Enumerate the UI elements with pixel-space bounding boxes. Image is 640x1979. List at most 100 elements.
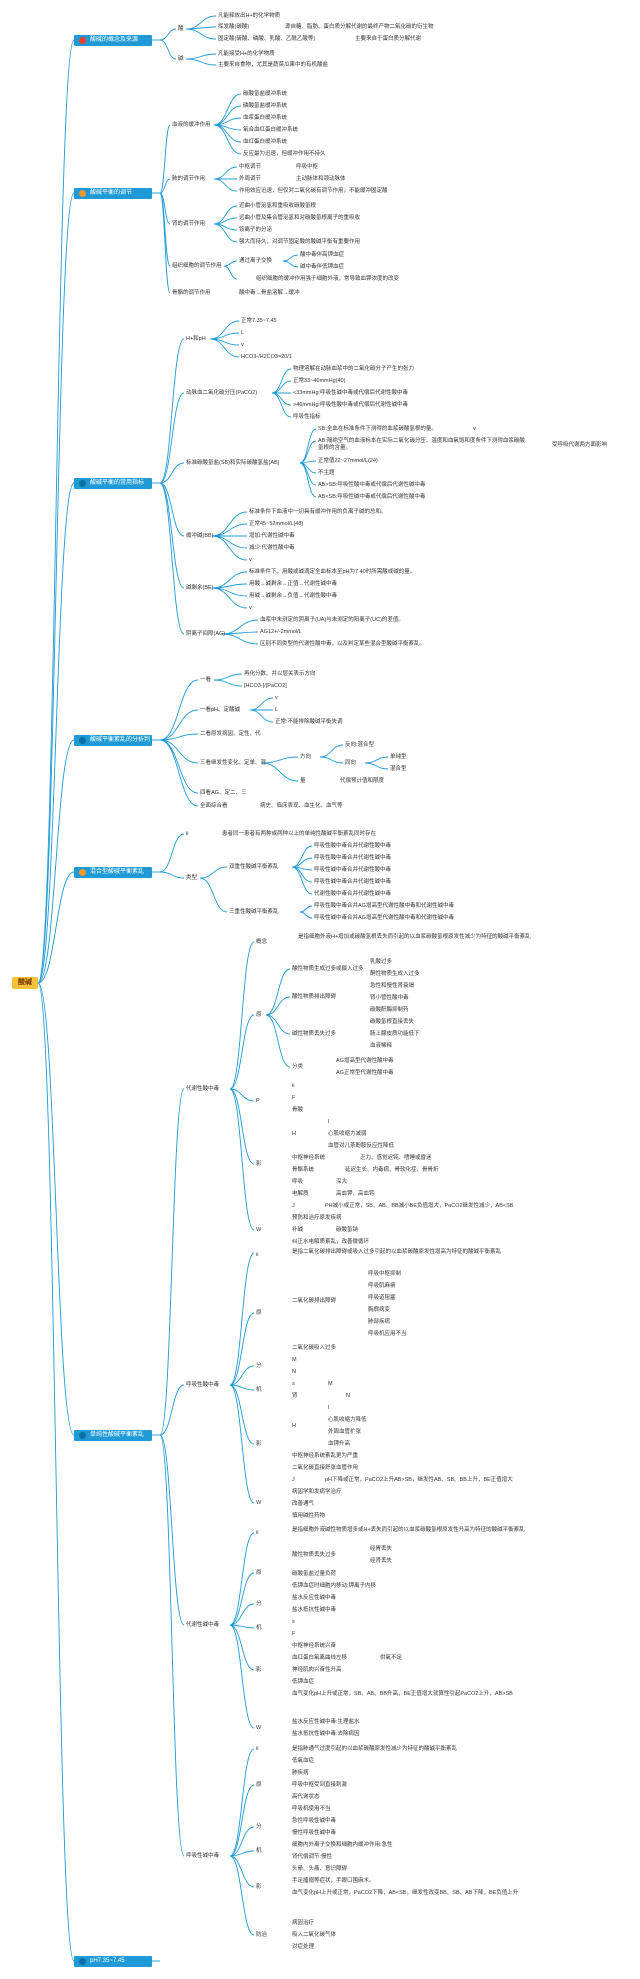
node-ion2[interactable]: 碱中毒伴低钾血症 bbox=[300, 264, 345, 270]
node-same-dir[interactable]: 同向 bbox=[345, 760, 357, 766]
node-ra-cause[interactable]: 原 bbox=[256, 1310, 262, 1316]
node-kidney1[interactable]: 近曲小管泌氢和重吸收碳酸氢根 bbox=[239, 203, 317, 209]
node-breath-desc[interactable]: 深大 bbox=[336, 1179, 348, 1185]
node-overall-desc[interactable]: 病史、临床表现、血生化、血气等 bbox=[260, 803, 343, 809]
node-volatile[interactable]: 挥发酸(碳酸) bbox=[218, 24, 250, 30]
node-base[interactable]: 碱 bbox=[178, 56, 184, 62]
node-ra-h[interactable]: H bbox=[292, 1423, 296, 1429]
node-t2[interactable]: 呼吸性碱中毒合并AG增高型代谢性酸中毒和代谢性碱中毒 bbox=[314, 915, 454, 921]
node-buf2[interactable]: 磷酸氢盐缓冲系统 bbox=[243, 103, 288, 109]
node-buf4[interactable]: 氧合血红蛋白缓冲系统 bbox=[243, 127, 299, 133]
node-base-def[interactable]: 凡能接受H+的化学物质 bbox=[218, 51, 275, 57]
node-look4[interactable]: 四看AG、定二、三 bbox=[200, 790, 247, 796]
node-rb-t3[interactable]: 对症处理 bbox=[292, 1944, 315, 1950]
node-acid-increase[interactable]: 酸性物质生成过多或摄入过多 bbox=[292, 966, 364, 972]
node-cause[interactable]: 原 bbox=[256, 1012, 262, 1018]
node-rb-lab[interactable]: 血气变化pH上升或正常，PaCO2下降，AB<SB，继发性改变BB、SB、AB下… bbox=[292, 1890, 519, 1896]
node-co2-in[interactable]: 二氧化碳吸入过多 bbox=[292, 1345, 337, 1351]
node-rb-def[interactable]: 是指肺通气过度引起的以血浆碳酸原发性减少为特征的酸碱平衡紊乱 bbox=[292, 1746, 458, 1752]
node-mb-c1[interactable]: 盐水反应性碱中毒 bbox=[292, 1595, 337, 1601]
node-mb-e4[interactable]: 低钾血症 bbox=[292, 1679, 315, 1685]
node-fixed-desc[interactable]: 主要来自于蛋白质分解代谢 bbox=[355, 36, 422, 42]
node-ra-t2[interactable]: 改善通气 bbox=[292, 1501, 315, 1507]
node-fixed[interactable]: 固定酸(硫酸、磷酸、乳酸、乙酰乙酸等) bbox=[218, 36, 316, 42]
node-rb-m1[interactable]: 细胞内外离子交换和细胞内缓冲作用:急性 bbox=[292, 1842, 393, 1848]
node-ph-high[interactable]: v bbox=[241, 342, 244, 348]
node-paco2[interactable]: 动脉血二氧化碳分压(PaCO2) bbox=[186, 390, 258, 396]
node-bl3[interactable]: 血液稀释 bbox=[370, 1043, 393, 1049]
node-double[interactable]: 双重性酸碱平衡紊乱 bbox=[229, 864, 279, 870]
node-ag-norm[interactable]: AG正常型代谢性酸中毒 bbox=[336, 1070, 394, 1076]
node-mb-hypo[interactable]: 低钾血症时细胞内移动:钾离子内移 bbox=[292, 1583, 377, 1589]
node-be[interactable]: 碱剩余(BE) bbox=[186, 585, 214, 591]
node-bl2[interactable]: 肠上腺皮质功能低下 bbox=[370, 1031, 420, 1037]
node-acid-def[interactable]: 凡能释放出H+的化学物质 bbox=[218, 13, 281, 19]
node-single[interactable]: 单纯型 bbox=[390, 754, 407, 760]
node-be-pos[interactable]: 用酸→碱剩余→正值→代谢性碱中毒 bbox=[249, 581, 338, 587]
node-mb-e2[interactable]: 血红蛋白氧离曲线左移 bbox=[292, 1655, 348, 1661]
node-rb-c1[interactable]: 低氧血症 bbox=[292, 1758, 315, 1764]
node-acid-excrete[interactable]: 酸性物质排出障碍 bbox=[292, 994, 337, 1000]
node-base-loss[interactable]: 碱性物质丢失过多 bbox=[292, 1031, 337, 1037]
topic-simple[interactable]: 单纯性酸碱平衡紊乱 bbox=[74, 1430, 152, 1441]
node-bb-up[interactable]: 增加:代谢性碱中毒 bbox=[249, 533, 295, 539]
topic-acid-base-concept[interactable]: 酸碱的概念及来源 bbox=[74, 35, 152, 46]
node-opposite[interactable]: 反向:混合型 bbox=[345, 742, 375, 748]
node-mech-p[interactable]: P bbox=[256, 1098, 260, 1104]
node-bb-down[interactable]: 减少:代谢性酸中毒 bbox=[249, 545, 295, 551]
node-mb-mech[interactable]: 机 bbox=[256, 1625, 262, 1631]
node-look-ph[interactable]: 一看pH、定酸碱 bbox=[200, 707, 241, 713]
node-ra-mech2[interactable]: M bbox=[328, 1381, 333, 1387]
node-cell-reg[interactable]: 组织细胞的调节作用 bbox=[172, 263, 222, 269]
node-ra-h2[interactable]: 外周血管扩张 bbox=[328, 1429, 362, 1435]
node-co5[interactable]: 肺部疾病 bbox=[368, 1319, 391, 1325]
node-cns[interactable]: 中枢神经系统 bbox=[292, 1155, 326, 1161]
node-buf3[interactable]: 血浆蛋白缓冲系统 bbox=[243, 115, 288, 121]
node-buf1[interactable]: 碳酸氢盐缓冲系统 bbox=[243, 91, 288, 97]
node-ion-exchange[interactable]: 通过离子交换 bbox=[239, 258, 273, 264]
node-ae2[interactable]: 肾小管性酸中毒 bbox=[370, 995, 409, 1001]
node-h2[interactable]: 血管对儿茶酚胺反应性降低 bbox=[328, 1143, 395, 1149]
node-rb-b[interactable]: 慢性呼吸性碱中毒 bbox=[292, 1830, 337, 1836]
node-ag-use[interactable]: 区别不同类型的代谢性酸中毒，以及判定某些混合型酸碱平衡紊乱。 bbox=[260, 641, 426, 647]
node-paco2-low[interactable]: <33mmHg:呼吸性碱中毒或代偿后代谢性酸中毒 bbox=[293, 390, 409, 396]
node-treat2-desc[interactable]: 碳酸氢钠 bbox=[336, 1227, 359, 1233]
node-base-src[interactable]: 主要来自食物，尤其是蔬菜瓜果中的有机酸盐 bbox=[218, 62, 329, 68]
node-mb-lab[interactable]: 血气变化pH上升或正常，SB、AB、BB升高，BE正值增大就算性引起PaCO2上… bbox=[292, 1691, 513, 1697]
node-h1[interactable]: 心肌收缩力减弱 bbox=[328, 1131, 367, 1137]
node-mb-c2[interactable]: 盐水抵抗性碱中毒 bbox=[292, 1607, 337, 1613]
node-hco3-ratio[interactable]: HCO3-/H2CO3=20/1 bbox=[241, 354, 292, 360]
node-rb-cls[interactable]: 分 bbox=[256, 1824, 262, 1830]
node-paco2-resp[interactable]: 呼吸性指标 bbox=[293, 414, 321, 420]
node-resp-acid[interactable]: 呼吸性酸中毒 bbox=[186, 1382, 220, 1388]
node-d5[interactable]: 代谢性酸中毒合并代谢性碱中毒 bbox=[314, 891, 392, 897]
node-lactic[interactable]: 乳酸过多 bbox=[370, 959, 393, 965]
node-sb-def[interactable]: SB:全血在标准条件下测得的血浆碳酸氢根的量。 bbox=[318, 426, 437, 432]
node-mb-e3[interactable]: 神经肌肉兴奋性升高 bbox=[292, 1667, 342, 1673]
node-mb-mech2[interactable]: F bbox=[292, 1631, 296, 1637]
node-d2[interactable]: 呼吸性酸中毒合并代谢性碱中毒 bbox=[314, 855, 392, 861]
node-d3[interactable]: 呼吸性碱中毒合并代谢性酸中毒 bbox=[314, 867, 392, 873]
node-central-desc[interactable]: 呼吸中枢 bbox=[296, 164, 319, 170]
node-ra-h3[interactable]: 血钾升高 bbox=[328, 1441, 351, 1447]
node-paco2-def[interactable]: 物理溶解在动脉血浆中的二氧化碳分子产生的张力 bbox=[293, 366, 415, 372]
node-amount[interactable]: 量 bbox=[300, 778, 306, 784]
node-sb-ab[interactable]: 标准碳酸氢盐(SB)和实际碳酸氢盐(AB) bbox=[186, 460, 280, 466]
node-effect[interactable]: 影 bbox=[256, 1161, 262, 1167]
node-look1[interactable]: 一看 bbox=[200, 677, 212, 683]
node-rb-c2[interactable]: 肺疾病 bbox=[292, 1770, 309, 1776]
node-ra-cns[interactable]: 中枢神经系统紊乱更为严重 bbox=[292, 1453, 359, 1459]
node-ra-m[interactable]: M bbox=[292, 1357, 297, 1363]
node-ra-h1[interactable]: 心肌收缩力降低 bbox=[328, 1417, 367, 1423]
node-paco2-high[interactable]: >46mmHg:呼吸性酸中毒或代偿后代谢性碱中毒 bbox=[293, 402, 409, 408]
node-ab-gt-sb[interactable]: AB>SB:呼吸性酸中毒或代偿后代谢性碱中毒 bbox=[318, 482, 426, 488]
node-cell-feat[interactable]: 组织细胞的缓冲作用强于细胞外液，常导致血钾浓度的改变 bbox=[256, 276, 400, 282]
node-rb-e2[interactable]: 手足搐搦等症状，手眼口围麻木。 bbox=[292, 1878, 375, 1884]
topic-analysis[interactable]: 酸碱平衡紊乱的分析判断 bbox=[74, 735, 152, 754]
node-bb-normal[interactable]: 正常45~52mmol/L(48) bbox=[249, 521, 304, 527]
node-be-mark[interactable]: v bbox=[249, 605, 252, 611]
node-triple[interactable]: 三重性酸碱平衡紊乱 bbox=[229, 909, 279, 915]
node-treat1[interactable]: 预防和治疗原发疾病 bbox=[292, 1215, 342, 1221]
node-d4[interactable]: 呼吸性碱中毒合并代谢性碱中毒 bbox=[314, 879, 392, 885]
node-rb-c4[interactable]: 高代谢状态 bbox=[292, 1794, 320, 1800]
